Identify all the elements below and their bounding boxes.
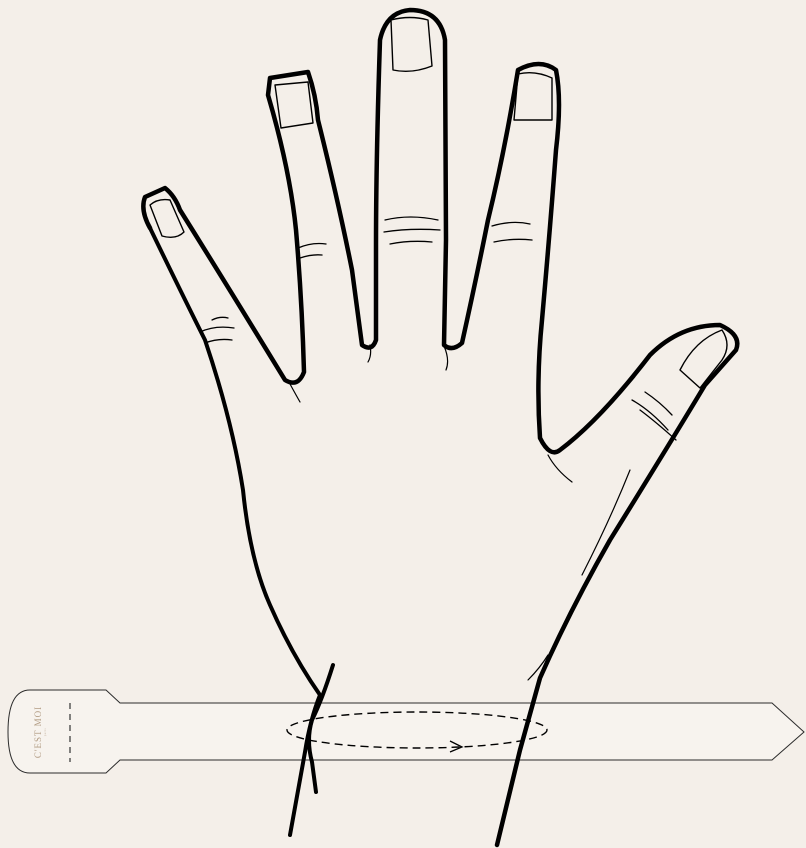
crease-middle xyxy=(384,217,440,244)
middle-nail xyxy=(391,18,432,72)
crease-thumb xyxy=(632,392,676,440)
brand-name: C'EST MOI xyxy=(33,706,43,758)
crease-ring xyxy=(492,222,532,242)
strap-outline xyxy=(8,690,804,773)
crease-middle-left xyxy=(298,244,326,259)
ring-nail xyxy=(514,73,552,120)
middle-left-nail xyxy=(275,82,313,128)
thumb-nail xyxy=(680,330,727,388)
sizing-strap xyxy=(8,690,804,773)
finger-base-lines xyxy=(290,345,572,482)
brand-subline: paris xyxy=(43,706,47,758)
brand-rotated: C'EST MOI paris xyxy=(33,706,47,758)
